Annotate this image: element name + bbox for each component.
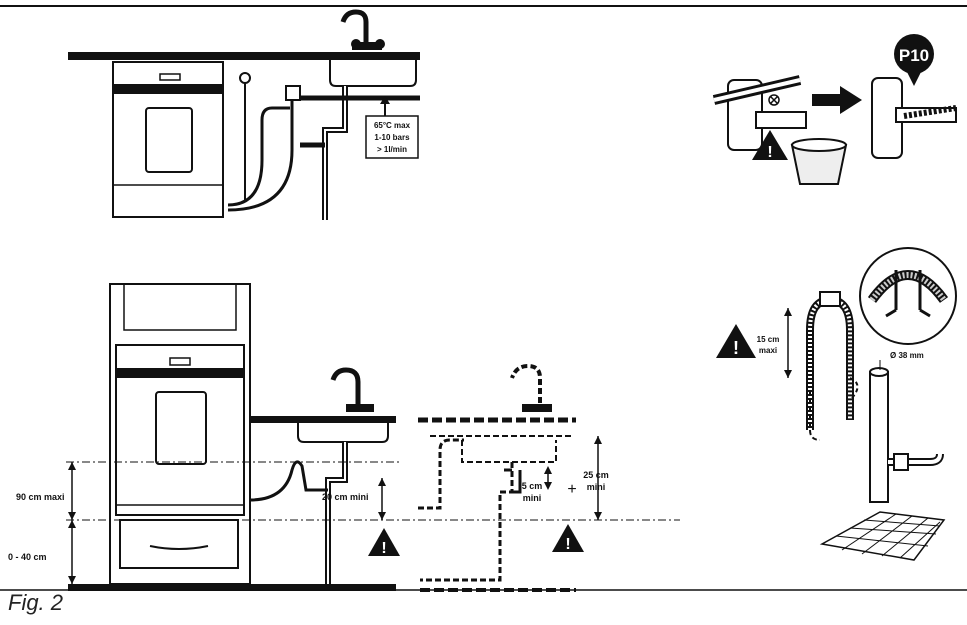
hose-loop	[806, 295, 854, 430]
warning-icon: !	[752, 130, 788, 161]
faucet-icon	[340, 9, 385, 50]
pressure-label: 1-10 bars	[374, 133, 410, 142]
min-25-sub-label: mini	[587, 482, 606, 492]
siphon-preparation-drawing: ! P10	[712, 34, 957, 185]
lower-drawer	[119, 519, 239, 569]
loop-15-sub-label: maxi	[759, 346, 777, 355]
floor-line	[68, 584, 396, 591]
svg-text:+: +	[567, 481, 576, 498]
siphon-outlet	[755, 111, 807, 129]
height-max-label: 90 cm maxi	[16, 492, 65, 502]
column-installation-drawing: 90 cm maxi 0 - 40 cm 20 cm mini !	[8, 283, 680, 591]
built-in-control-strip	[116, 368, 244, 378]
alt-drain-pipe	[420, 462, 514, 582]
min-5-sub-label: mini	[523, 493, 542, 503]
hose-clip	[819, 291, 841, 307]
built-in-window	[155, 391, 207, 465]
drain-hose	[227, 106, 290, 207]
temp-label: 65°C max	[374, 121, 411, 130]
figure-label: Fig. 2	[8, 590, 64, 615]
top-installation-drawing: 65°C max 1-10 bars > 1l/min	[68, 9, 420, 220]
loop-15-label: 15 cm	[757, 335, 780, 344]
svg-text:!: !	[565, 536, 570, 553]
warning-icon: !	[716, 324, 756, 358]
svg-text:!: !	[733, 338, 739, 358]
min-25-label: 25 cm	[583, 470, 609, 480]
min-20-label: 20 cm mini	[322, 492, 369, 502]
electric-socket	[239, 72, 251, 84]
bottom-drain-pipe	[325, 442, 348, 584]
alt-sink	[461, 440, 557, 463]
countertop	[68, 52, 420, 60]
base-range-label: 0 - 40 cm	[8, 552, 47, 562]
hose-clip-detail	[859, 247, 957, 345]
flow-label: > 1l/min	[377, 145, 407, 154]
min-5-label: 5 cm	[522, 481, 543, 491]
bottom-countertop	[250, 416, 396, 423]
alt-drain-hose	[418, 438, 464, 510]
svg-text:!: !	[767, 144, 772, 161]
faucet-icon	[330, 367, 374, 412]
upper-door	[123, 283, 237, 331]
sink-basin	[329, 60, 417, 87]
drain-pipe	[322, 86, 348, 220]
bottom-drain-hose	[249, 460, 328, 502]
floor-grid	[819, 511, 946, 561]
svg-text:!: !	[381, 540, 386, 557]
p10-badge: P10	[894, 34, 934, 86]
standpipe-drawing: 15 cm maxi ! Ø 38 mm	[716, 247, 957, 561]
dishwasher-control-strip	[113, 84, 223, 94]
water-spec-box	[365, 115, 419, 159]
dishwasher-handle	[159, 73, 181, 81]
warning-icon: !	[368, 528, 400, 557]
bottom-sink	[297, 423, 389, 443]
p10-label: P10	[899, 46, 929, 65]
supply-valve	[285, 85, 301, 101]
arrow-right-icon	[812, 86, 862, 114]
alternative-sink-drawing: 5 cm mini + 25 cm mini !	[418, 363, 609, 592]
warning-icon: !	[552, 524, 584, 553]
inlet-hose	[227, 100, 294, 212]
standpipe	[869, 371, 889, 503]
faucet-icon	[510, 363, 552, 412]
diameter-label: Ø 38 mm	[890, 351, 924, 360]
dishwasher-window	[145, 107, 193, 173]
